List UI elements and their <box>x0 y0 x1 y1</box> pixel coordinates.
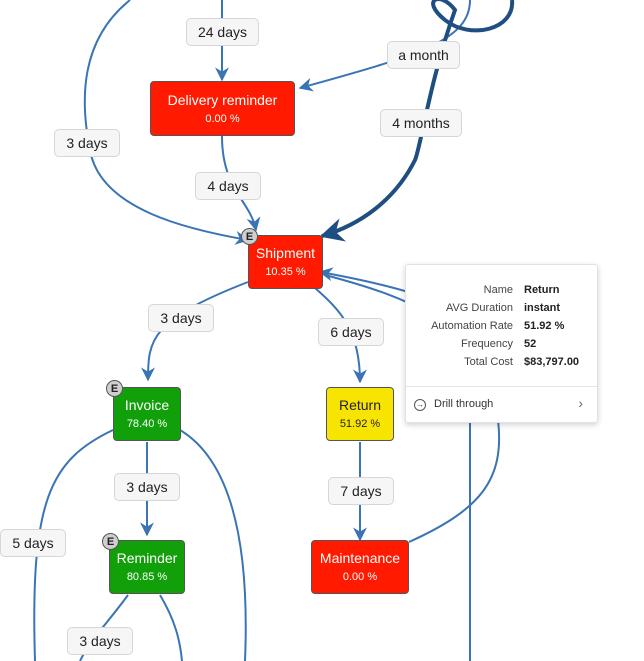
edge-label-3-days-left[interactable]: 3 days <box>54 129 120 157</box>
tooltip-divider <box>406 386 597 387</box>
edge-label-3-days-bottom[interactable]: 3 days <box>67 627 133 655</box>
edge-label-4-months[interactable]: 4 months <box>380 109 462 137</box>
tooltip-row-frequency: Frequency 52 <box>406 338 599 354</box>
edge-reminder-down-right <box>159 594 183 661</box>
edge-label-3-days-reminder[interactable]: 3 days <box>114 473 180 501</box>
end-badge: E <box>241 228 258 245</box>
node-reminder[interactable]: E Reminder 80.85 % <box>102 533 185 594</box>
tooltip-key: Automation Rate <box>431 320 513 332</box>
edge-label-4-days[interactable]: 4 days <box>195 172 261 200</box>
drill-through-label: Drill through <box>434 398 494 410</box>
edge-strong-to-shipment <box>319 0 515 242</box>
drill-through-icon: → <box>414 399 426 411</box>
tooltip-value: $83,797.00 <box>524 356 580 368</box>
tooltip-key: Total Cost <box>464 356 513 368</box>
tooltip-value: 52 <box>524 338 537 350</box>
tooltip-value: Return <box>524 284 560 296</box>
node-percentage: 80.85 % <box>126 571 168 583</box>
end-badge: E <box>106 380 123 397</box>
edge-maintenance-up <box>408 419 501 543</box>
edge-label-7-days[interactable]: 7 days <box>328 477 394 505</box>
edge-label-5-days[interactable]: 5 days <box>0 529 66 557</box>
tooltip-value: instant <box>524 302 561 314</box>
tooltip-row-name: Name Return <box>406 284 599 300</box>
node-name: Invoice <box>124 397 170 413</box>
node-name: Delivery reminder <box>167 91 278 108</box>
tooltip-row-avg-duration: AVG Duration instant <box>406 302 599 318</box>
tooltip-value: 51.92 % <box>524 320 565 332</box>
edge-label-6-days[interactable]: 6 days <box>318 318 384 346</box>
end-badge: E <box>102 533 119 550</box>
tooltip-row-automation-rate: Automation Rate 51.92 % <box>406 320 599 336</box>
tooltip-key: Name <box>483 284 513 296</box>
node-name: Maintenance <box>319 550 401 566</box>
edge-label-a-month[interactable]: a month <box>387 41 460 69</box>
node-percentage: 0.00 % <box>342 571 378 583</box>
node-maintenance[interactable]: Maintenance 0.00 % <box>311 540 409 594</box>
node-percentage: 10.35 % <box>265 266 306 278</box>
node-shipment[interactable]: E Shipment 10.35 % <box>241 228 323 289</box>
chevron-right-icon: › <box>578 395 583 411</box>
drill-through-button[interactable]: → Drill through › <box>406 387 597 422</box>
tooltip-key: Frequency <box>461 338 513 350</box>
node-name: Return <box>338 397 382 413</box>
node-name: Reminder <box>116 550 178 566</box>
node-invoice[interactable]: E Invoice 78.40 % <box>106 380 181 441</box>
edge-label-24-days[interactable]: 24 days <box>186 18 259 46</box>
node-return[interactable]: Return 51.92 % <box>326 387 394 441</box>
node-tooltip: Name Return AVG Duration instant Automat… <box>405 264 598 423</box>
tooltip-key: AVG Duration <box>445 302 513 314</box>
tooltip-row-total-cost: Total Cost $83,797.00 <box>406 356 599 372</box>
edge-label-3-days-invoice[interactable]: 3 days <box>148 304 214 332</box>
edge-invoice-right-down <box>179 429 247 661</box>
node-name: Shipment <box>255 245 316 261</box>
node-percentage: 0.00 % <box>205 112 240 125</box>
node-percentage: 78.40 % <box>126 418 168 430</box>
node-delivery-reminder[interactable]: Delivery reminder 0.00 % <box>150 81 295 136</box>
edge-invoice-left-down <box>33 429 114 661</box>
node-percentage: 51.92 % <box>339 418 381 430</box>
